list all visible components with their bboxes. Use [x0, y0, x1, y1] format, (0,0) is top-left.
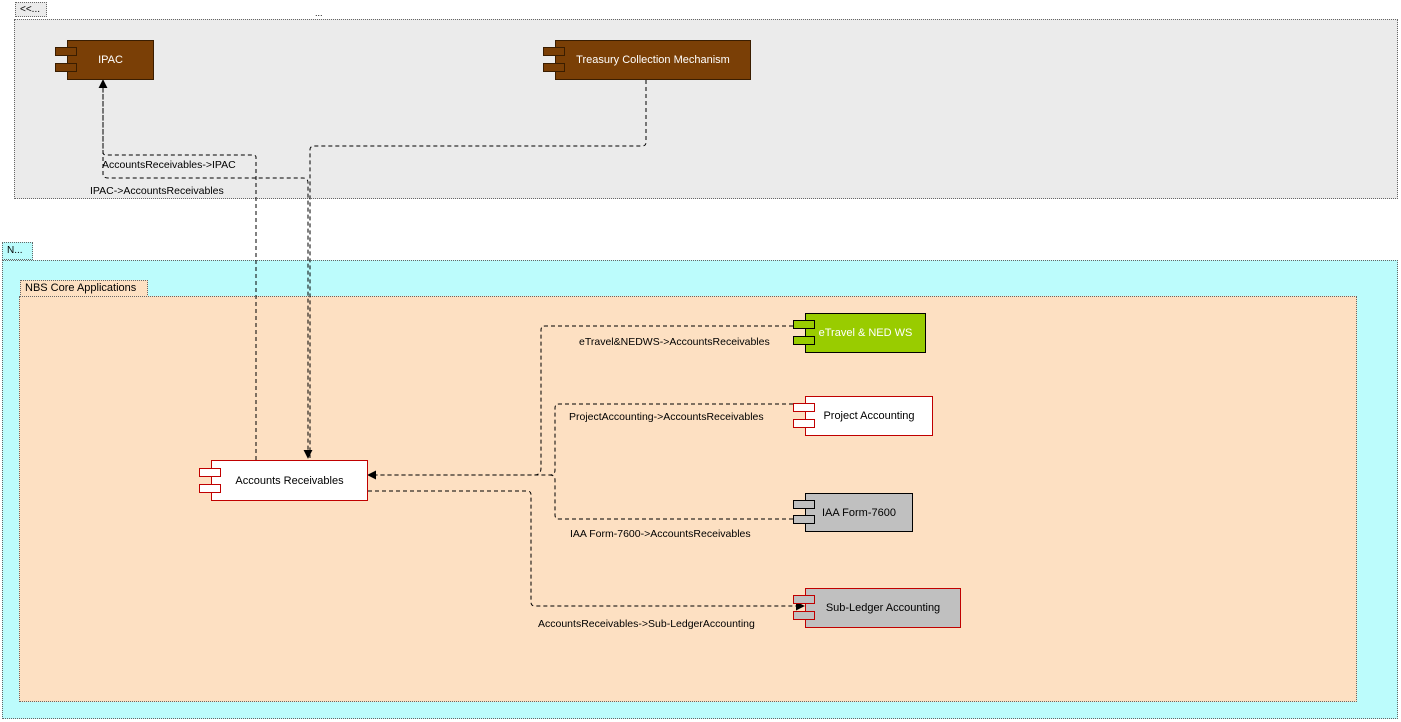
- label-iaa-to-ar: IAA Form-7600->AccountsReceivables: [570, 528, 751, 540]
- component-port-icon: [199, 484, 221, 493]
- component-etravel-label: eTravel & NED WS: [818, 327, 913, 339]
- component-port-icon: [793, 515, 815, 524]
- label-ar-to-ipac: AccountsReceivables->IPAC: [102, 159, 236, 171]
- component-project-accounting-label: Project Accounting: [823, 410, 915, 422]
- component-treasury[interactable]: Treasury Collection Mechanism: [543, 40, 751, 80]
- label-etravel-to-ar: eTravel&NEDWS->AccountsReceivables: [579, 336, 770, 348]
- component-etravel[interactable]: eTravel & NED WS: [793, 313, 926, 353]
- component-port-icon: [793, 611, 815, 620]
- component-port-icon: [793, 336, 815, 345]
- component-iaa-form[interactable]: IAA Form-7600: [793, 493, 913, 532]
- component-iaa-form-label: IAA Form-7600: [822, 506, 896, 519]
- external-package-tab: <<...: [15, 2, 47, 17]
- component-port-icon: [793, 320, 815, 329]
- component-port-icon: [793, 419, 815, 428]
- component-accounts-receivables[interactable]: Accounts Receivables: [199, 460, 368, 501]
- component-sub-ledger-label: Sub-Ledger Accounting: [825, 602, 941, 614]
- component-port-icon: [55, 63, 77, 72]
- component-port-icon: [793, 595, 815, 604]
- component-port-icon: [199, 468, 221, 477]
- component-port-icon: [543, 63, 565, 72]
- component-port-icon: [793, 403, 815, 412]
- component-project-accounting[interactable]: Project Accounting: [793, 396, 933, 436]
- external-package-subtab: ...: [315, 8, 323, 18]
- nbs-package-tab: N...: [2, 242, 33, 260]
- component-port-icon: [793, 500, 815, 509]
- label-ar-to-subledger: AccountsReceivables->Sub-LedgerAccountin…: [538, 618, 755, 630]
- component-port-icon: [543, 47, 565, 56]
- label-project-to-ar: ProjectAccounting->AccountsReceivables: [569, 411, 764, 423]
- component-accounts-receivables-label: Accounts Receivables: [235, 474, 344, 487]
- component-ipac[interactable]: IPAC: [55, 40, 154, 80]
- component-ipac-label: IPAC: [98, 54, 123, 66]
- core-package-tab: NBS Core Applications: [20, 280, 148, 297]
- component-treasury-label: Treasury Collection Mechanism: [576, 54, 730, 66]
- component-port-icon: [55, 47, 77, 56]
- label-ipac-to-ar: IPAC->AccountsReceivables: [90, 185, 224, 197]
- component-sub-ledger[interactable]: Sub-Ledger Accounting: [793, 588, 961, 628]
